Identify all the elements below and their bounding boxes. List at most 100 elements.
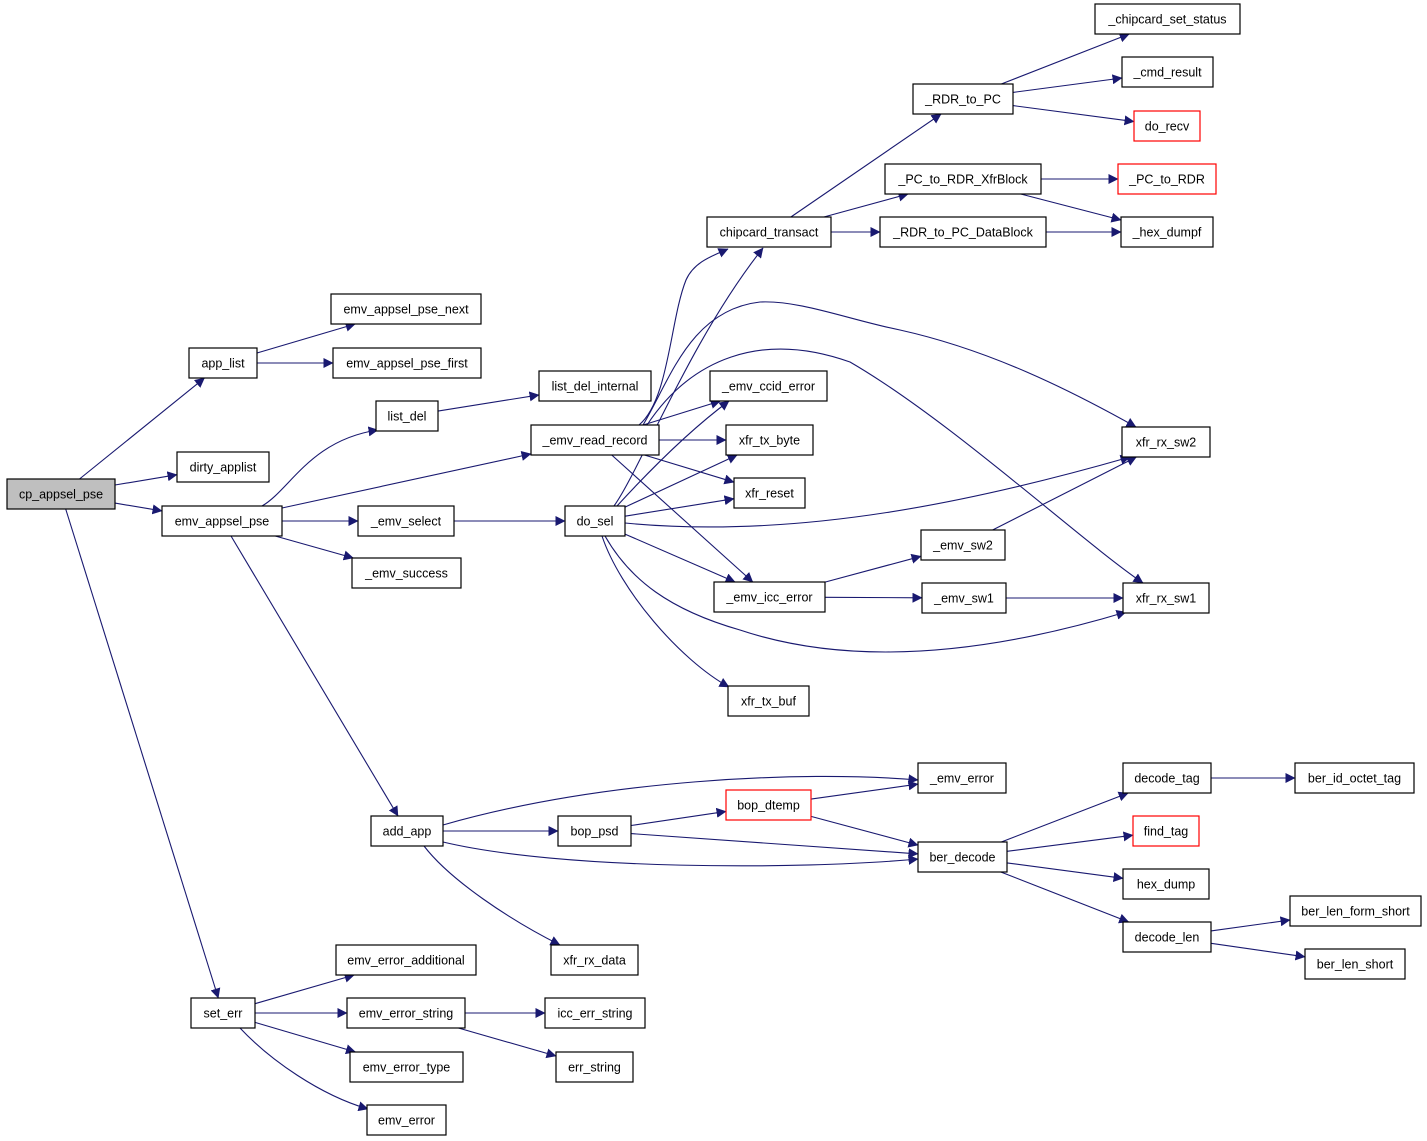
node-xfr-tx-byte[interactable]: xfr_tx_byte bbox=[725, 424, 814, 456]
node-xfr-reset[interactable]: xfr_reset bbox=[733, 477, 806, 509]
node-emv-error-additional[interactable]: emv_error_additional bbox=[335, 944, 477, 976]
node-label: list_del_internal bbox=[552, 380, 639, 394]
edge-emv-sw2-to-xfr-rx-sw2 bbox=[992, 456, 1137, 531]
node-emv-error-string[interactable]: emv_error_string bbox=[346, 997, 466, 1029]
node-box bbox=[1121, 426, 1211, 458]
node-chipcard-transact[interactable]: chipcard_transact bbox=[706, 216, 832, 248]
node-box bbox=[544, 997, 646, 1029]
edge-app-list-to-emv-appsel-pse-next bbox=[256, 321, 356, 354]
node-box bbox=[709, 370, 828, 402]
node-label: ber_len_form_short bbox=[1301, 905, 1410, 919]
node-do-sel[interactable]: do_sel bbox=[564, 505, 626, 537]
node-emv-icc-error[interactable]: _emv_icc_error bbox=[713, 581, 826, 613]
node-add-app[interactable]: add_app bbox=[370, 815, 444, 847]
node-box bbox=[1304, 948, 1406, 980]
node-emv-sw1[interactable]: _emv_sw1 bbox=[921, 582, 1007, 614]
node-box bbox=[366, 1104, 447, 1136]
edge-emv-icc-error-to-emv-sw1 bbox=[824, 592, 923, 603]
node-box bbox=[921, 582, 1007, 614]
node-decode-tag[interactable]: decode_tag bbox=[1122, 762, 1212, 794]
node-icc-err-string[interactable]: icc_err_string bbox=[544, 997, 646, 1029]
node-box bbox=[357, 505, 455, 537]
edge-RDR-to-PC-to-chipcard-set-status bbox=[1001, 32, 1130, 85]
edge-bop-psd-to-ber-decode bbox=[630, 833, 919, 859]
node-dirty-applist[interactable]: dirty_applist bbox=[176, 451, 270, 483]
node-bop-dtemp[interactable]: bop_dtemp bbox=[725, 789, 812, 821]
node-xfr-tx-buf[interactable]: xfr_tx_buf bbox=[727, 685, 810, 717]
node-ber-len-short[interactable]: ber_len_short bbox=[1304, 948, 1406, 980]
node-hex-dumpf[interactable]: _hex_dumpf bbox=[1120, 216, 1214, 248]
node-layer: cp_appsel_pse app_list dirty_applist emv_ap… bbox=[6, 3, 1422, 1136]
edge-emv-error-string-to-err-string bbox=[458, 1027, 557, 1059]
node-emv-success[interactable]: _emv_success bbox=[351, 557, 462, 589]
node-app-list[interactable]: app_list bbox=[188, 347, 258, 379]
node-emv-error[interactable]: emv_error bbox=[366, 1104, 447, 1136]
node-emv-select[interactable]: _emv_select bbox=[357, 505, 455, 537]
node-decode-len[interactable]: decode_len bbox=[1122, 921, 1212, 953]
node-box bbox=[725, 789, 812, 821]
node-box bbox=[550, 944, 639, 976]
node-box bbox=[1120, 216, 1214, 248]
node-emv-ccid-error[interactable]: _emv_ccid_error bbox=[709, 370, 828, 402]
node-label: emv_error_type bbox=[363, 1061, 451, 1075]
node-PC-to-RDR[interactable]: _PC_to_RDR bbox=[1117, 163, 1217, 195]
node-label: dirty_applist bbox=[190, 461, 257, 475]
node-emv-appsel-pse-next[interactable]: emv_appsel_pse_next bbox=[330, 293, 482, 325]
node-emv-error[interactable]: _emv_error bbox=[917, 762, 1007, 794]
node-box bbox=[1132, 815, 1200, 847]
node-box bbox=[6, 478, 116, 510]
node-xfr-rx-sw2[interactable]: xfr_rx_sw2 bbox=[1121, 426, 1211, 458]
node-label: set_err bbox=[204, 1007, 243, 1021]
node-label: _emv_icc_error bbox=[725, 591, 812, 605]
node-box bbox=[370, 815, 444, 847]
node-emv-appsel-pse-first[interactable]: emv_appsel_pse_first bbox=[332, 347, 482, 379]
node-chipcard-set-status[interactable]: _chipcard_set_status bbox=[1094, 3, 1241, 35]
node-hex-dump[interactable]: hex_dump bbox=[1122, 868, 1210, 900]
edge-chipcard-transact-to-PC-to-RDR-XfrBlock bbox=[823, 191, 909, 218]
edge-list-del-to-list-del-internal bbox=[437, 391, 540, 412]
node-emv-appsel-pse[interactable]: emv_appsel_pse bbox=[161, 505, 283, 537]
node-label: _PC_to_RDR_XfrBlock bbox=[897, 173, 1028, 187]
node-box bbox=[564, 505, 626, 537]
node-emv-error-type[interactable]: emv_error_type bbox=[349, 1051, 464, 1083]
node-label: bop_dtemp bbox=[737, 799, 800, 813]
node-set-err[interactable]: set_err bbox=[190, 997, 256, 1029]
node-label: emv_appsel_pse_first bbox=[346, 357, 468, 371]
node-bop-psd[interactable]: bop_psd bbox=[557, 815, 632, 847]
node-cmd-result[interactable]: _cmd_result bbox=[1121, 56, 1214, 88]
node-RDR-to-PC-DataBlock[interactable]: _RDR_to_PC_DataBlock bbox=[879, 216, 1047, 248]
node-ber-id-octet-tag[interactable]: ber_id_octet_tag bbox=[1294, 762, 1415, 794]
node-xfr-rx-data[interactable]: xfr_rx_data bbox=[550, 944, 639, 976]
node-box bbox=[351, 557, 462, 589]
edge-do-sel-to-emv-ccid-error bbox=[616, 400, 730, 507]
node-find-tag[interactable]: find_tag bbox=[1132, 815, 1200, 847]
edge-bop-dtemp-to-emv-error bbox=[810, 780, 919, 800]
node-xfr-rx-sw1[interactable]: xfr_rx_sw1 bbox=[1122, 582, 1210, 614]
node-ber-len-form-short[interactable]: ber_len_form_short bbox=[1289, 895, 1422, 927]
node-box bbox=[1122, 921, 1212, 953]
node-box bbox=[555, 1051, 634, 1083]
node-cp-appsel-pse[interactable]: cp_appsel_pse bbox=[6, 478, 116, 510]
node-do-recv[interactable]: do_recv bbox=[1133, 110, 1201, 142]
node-emv-sw2[interactable]: _emv_sw2 bbox=[920, 529, 1006, 561]
edge-emv-read-record-to-chipcard-transact bbox=[638, 248, 729, 426]
edge-do-sel-to-emv-icc-error bbox=[624, 533, 736, 583]
node-box bbox=[161, 505, 283, 537]
node-label: xfr_reset bbox=[745, 487, 794, 501]
edge-emv-appsel-pse-to-emv-read-record bbox=[281, 451, 532, 509]
node-PC-to-RDR-XfrBlock[interactable]: _PC_to_RDR_XfrBlock bbox=[884, 163, 1042, 195]
node-emv-read-record[interactable]: _emv_read_record bbox=[530, 424, 660, 456]
node-label: do_sel bbox=[577, 515, 614, 529]
edge-do-sel-to-xfr-tx-buf bbox=[601, 535, 730, 688]
node-label: emv_error bbox=[378, 1114, 435, 1128]
node-err-string[interactable]: err_string bbox=[555, 1051, 634, 1083]
node-RDR-to-PC[interactable]: _RDR_to_PC bbox=[912, 83, 1014, 115]
node-box bbox=[538, 370, 652, 402]
edge-cp-appsel-pse-to-app-list bbox=[79, 377, 205, 480]
node-ber-decode[interactable]: ber_decode bbox=[917, 841, 1008, 873]
edge-RDR-to-PC-to-do-recv bbox=[1012, 105, 1135, 126]
node-list-del-internal[interactable]: list_del_internal bbox=[538, 370, 652, 402]
node-box bbox=[1133, 110, 1201, 142]
node-list-del[interactable]: list_del bbox=[375, 400, 439, 432]
node-box bbox=[375, 400, 439, 432]
